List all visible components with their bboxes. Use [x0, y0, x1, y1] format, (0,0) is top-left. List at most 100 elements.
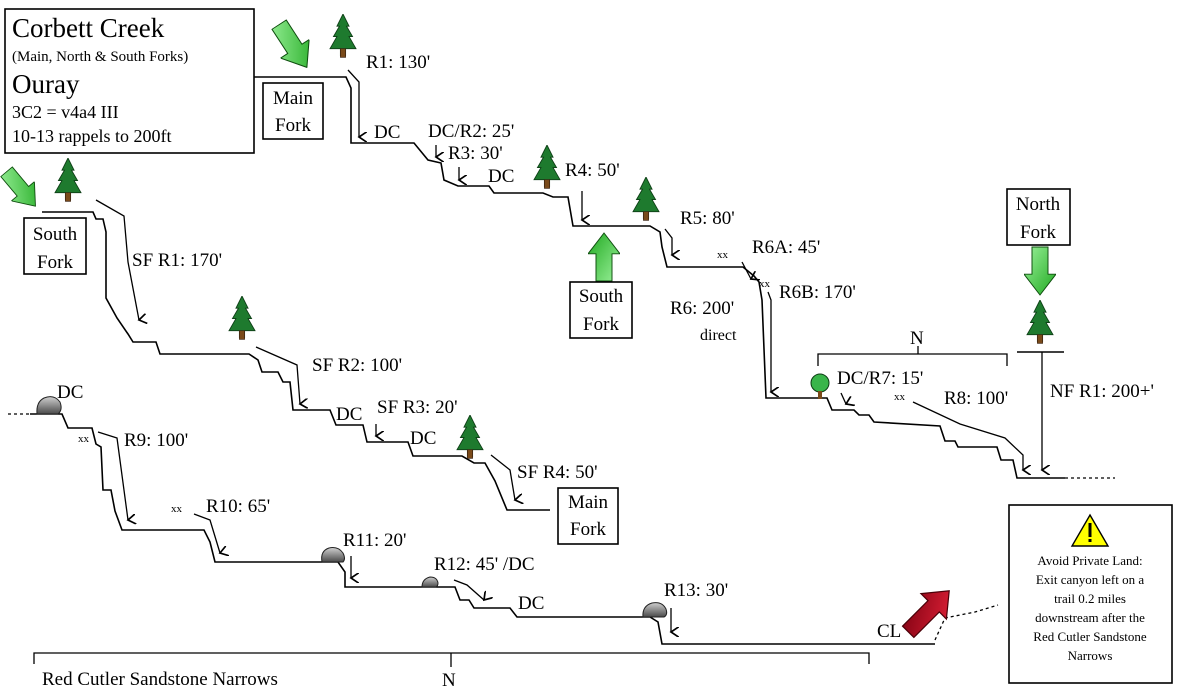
- main-fork-entry-arrow-icon: [264, 14, 322, 78]
- sf-r4-rope: [490, 454, 515, 500]
- south-fork-top-box: South Fork: [23, 217, 87, 275]
- label-n-top: N: [910, 328, 924, 349]
- tree-icon: [533, 145, 561, 189]
- boulder-icon: [642, 602, 668, 618]
- main-fork-bottom-box: Main Fork: [557, 487, 619, 545]
- label-narrows: Red Cutler Sandstone Narrows: [42, 669, 278, 690]
- south-fork-mid-box: South Fork: [569, 281, 633, 339]
- label-xx-r10: xx: [171, 503, 183, 515]
- svg-text:North: North: [1016, 194, 1061, 215]
- warning-box: Avoid Private Land: Exit canyon left on …: [1008, 504, 1173, 684]
- label-sf-r2: SF R2: 100': [312, 355, 402, 376]
- r6b-rope: [767, 291, 771, 392]
- label-r3: R3: 30': [448, 143, 503, 164]
- boulder-icon: [421, 576, 439, 588]
- label-r5: R5: 80': [680, 208, 735, 229]
- tree-icon: [1026, 300, 1054, 344]
- label-n-bottom: N: [442, 670, 456, 691]
- exit-arrow-icon: [901, 590, 950, 639]
- label-sf-dc2: DC: [410, 428, 436, 449]
- label-sf-r4: SF R4: 50': [517, 462, 598, 483]
- north-fork-entry-arrow-icon: [1024, 246, 1056, 296]
- tree-icon: [228, 296, 256, 340]
- label-dc2: DC: [488, 166, 514, 187]
- r12-rope: [453, 579, 484, 600]
- label-dc-r7: DC/R7: 15': [837, 368, 923, 389]
- r10-rope: [193, 513, 220, 553]
- rating: 3C2 = v4a4 III: [12, 102, 119, 122]
- label-dc1: DC: [374, 122, 400, 143]
- label-r9: R9: 100': [124, 430, 188, 451]
- lower-main-profile: [809, 397, 1065, 479]
- svg-text:Fork: Fork: [275, 115, 311, 136]
- svg-text:Main: Main: [568, 492, 609, 513]
- label-r12: R12: 45' /DC: [434, 554, 535, 575]
- exit-trail: [934, 604, 999, 641]
- warning-line: Exit canyon left on a: [1036, 572, 1145, 587]
- r9-rope: [97, 431, 128, 520]
- tree-icon: [632, 177, 660, 221]
- tree-icon: [54, 158, 82, 202]
- r8-rope: [912, 401, 1023, 470]
- canyon-name: Corbett Creek: [12, 13, 165, 43]
- sf-r2-rope: [255, 346, 300, 404]
- label-dc-low: DC: [57, 382, 83, 403]
- south-fork-mid-arrow-icon: [588, 232, 620, 282]
- warning-line: Narrows: [1068, 648, 1113, 663]
- label-cl: CL: [877, 621, 901, 642]
- boulder-icon: [321, 547, 345, 563]
- svg-text:South: South: [33, 224, 78, 245]
- south-fork-entry-arrow-icon: [0, 161, 48, 217]
- label-r6-direct: direct: [700, 327, 737, 344]
- r6a-rope: [741, 261, 751, 279]
- label-xx-r9: xx: [78, 433, 90, 445]
- label-r6: R6: 200': [670, 298, 734, 319]
- main-fork-top-box: Main Fork: [262, 82, 324, 140]
- warning-line: trail 0.2 miles: [1054, 591, 1126, 606]
- label-dc-r2: DC/R2: 25': [428, 121, 514, 142]
- label-r6a: R6A: 45': [752, 237, 820, 258]
- r5-rope: [664, 228, 672, 255]
- rappel-count: 10-13 rappels to 200ft: [12, 126, 171, 146]
- label-r13: R13: 30': [664, 580, 728, 601]
- north-narrows-bracket: [817, 353, 1008, 366]
- svg-text:Fork: Fork: [570, 519, 606, 540]
- svg-text:Fork: Fork: [37, 252, 73, 273]
- warning-triangle-icon: [1070, 513, 1110, 547]
- north-fork-box: North Fork: [1006, 188, 1071, 246]
- warning-line: downstream after the: [1035, 610, 1145, 625]
- south-fork-profile: [42, 211, 550, 511]
- label-r4: R4: 50': [565, 160, 620, 181]
- svg-text:Main: Main: [273, 88, 314, 109]
- label-xx-r6b: xx: [759, 278, 771, 290]
- label-sf-r1: SF R1: 170': [132, 250, 222, 271]
- svg-text:South: South: [579, 286, 624, 307]
- sf-r1-rope: [95, 199, 139, 320]
- main-fork-profile: [254, 76, 809, 399]
- tree-icon: [456, 415, 484, 459]
- label-xx-r8: xx: [894, 391, 906, 403]
- label-sf-r3: SF R3: 20': [377, 397, 458, 418]
- warning-line: Red Cutler Sandstone: [1033, 629, 1147, 644]
- boulder-icon: [36, 396, 62, 415]
- label-sf-dc1: DC: [336, 404, 362, 425]
- warning-line: Avoid Private Land:: [1037, 553, 1142, 568]
- label-r8: R8: 100': [944, 388, 1008, 409]
- tree-icon: [329, 14, 357, 58]
- small-tree-icon: [810, 373, 830, 399]
- label-r6b: R6B: 170': [779, 282, 856, 303]
- title-box: Corbett Creek (Main, North & South Forks…: [4, 8, 255, 154]
- label-dc-low2: DC: [518, 593, 544, 614]
- region-name: Ouray: [12, 69, 80, 99]
- r7-rope: [840, 392, 846, 404]
- label-r1: R1: 130': [366, 52, 430, 73]
- forks-subtitle: (Main, North & South Forks): [12, 49, 188, 65]
- r1-rope: [347, 69, 359, 137]
- label-r10: R10: 65': [206, 496, 270, 517]
- label-xx-r6a: xx: [717, 249, 729, 261]
- label-r11: R11: 20': [343, 530, 406, 551]
- label-nf-r1: NF R1: 200+': [1050, 381, 1154, 402]
- svg-text:Fork: Fork: [583, 314, 619, 335]
- svg-text:Fork: Fork: [1020, 222, 1056, 243]
